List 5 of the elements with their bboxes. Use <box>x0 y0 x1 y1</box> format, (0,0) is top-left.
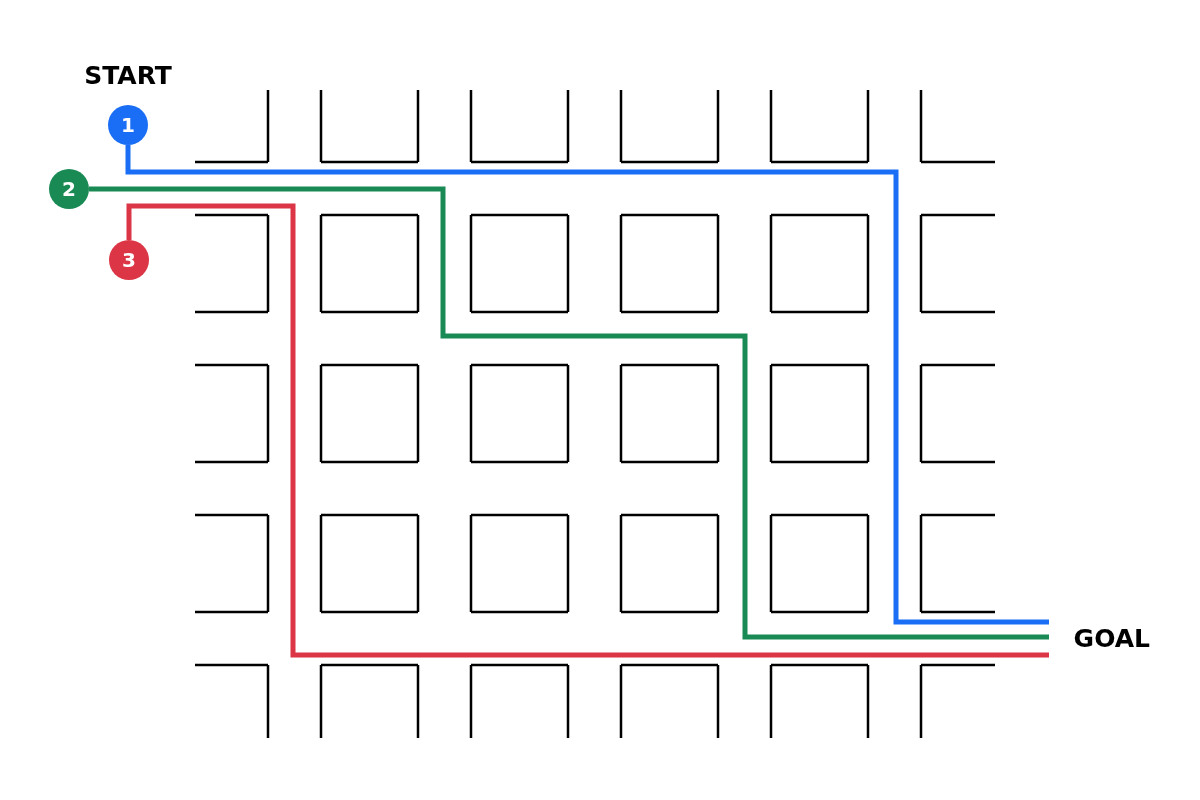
numbered-marker: 1 <box>108 105 148 145</box>
goal-label: GOAL <box>1049 617 1152 659</box>
numbered-marker: 2 <box>49 169 89 209</box>
numbered-marker: 3 <box>109 240 149 280</box>
start-label: START <box>84 61 172 90</box>
